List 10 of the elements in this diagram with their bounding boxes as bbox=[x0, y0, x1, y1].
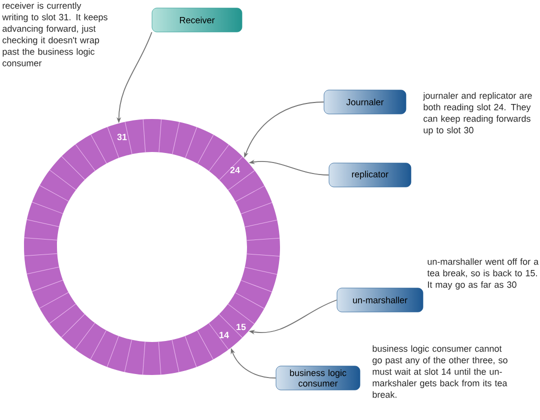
process-box: replicator bbox=[328, 162, 412, 188]
process-box: business logic consumer bbox=[276, 366, 360, 390]
note-text: business logic consumer cannot go past any of the other three, so must wait at slot 14 until the un-markshaler gets back from its tea break. bbox=[372, 345, 508, 398]
process-box: Journaler bbox=[324, 90, 406, 114]
note-text: journaler and replicator are both reading slot 24. They can keep reading forwards up to slot 30 bbox=[422, 92, 532, 136]
process-box: Receiver bbox=[152, 8, 242, 32]
note-text: un-marshaller went off for a tea break, so is back to 15. It may go as far as 30 bbox=[427, 258, 539, 290]
ring-buffer: 31 24 15 14 bbox=[24, 119, 280, 375]
process-box: un-marshaller bbox=[336, 288, 424, 312]
note-text: receiver is currently writing to slot 31. It keeps advancing forward, just checking it doesn't wrap past the business logic consumer bbox=[2, 2, 108, 66]
